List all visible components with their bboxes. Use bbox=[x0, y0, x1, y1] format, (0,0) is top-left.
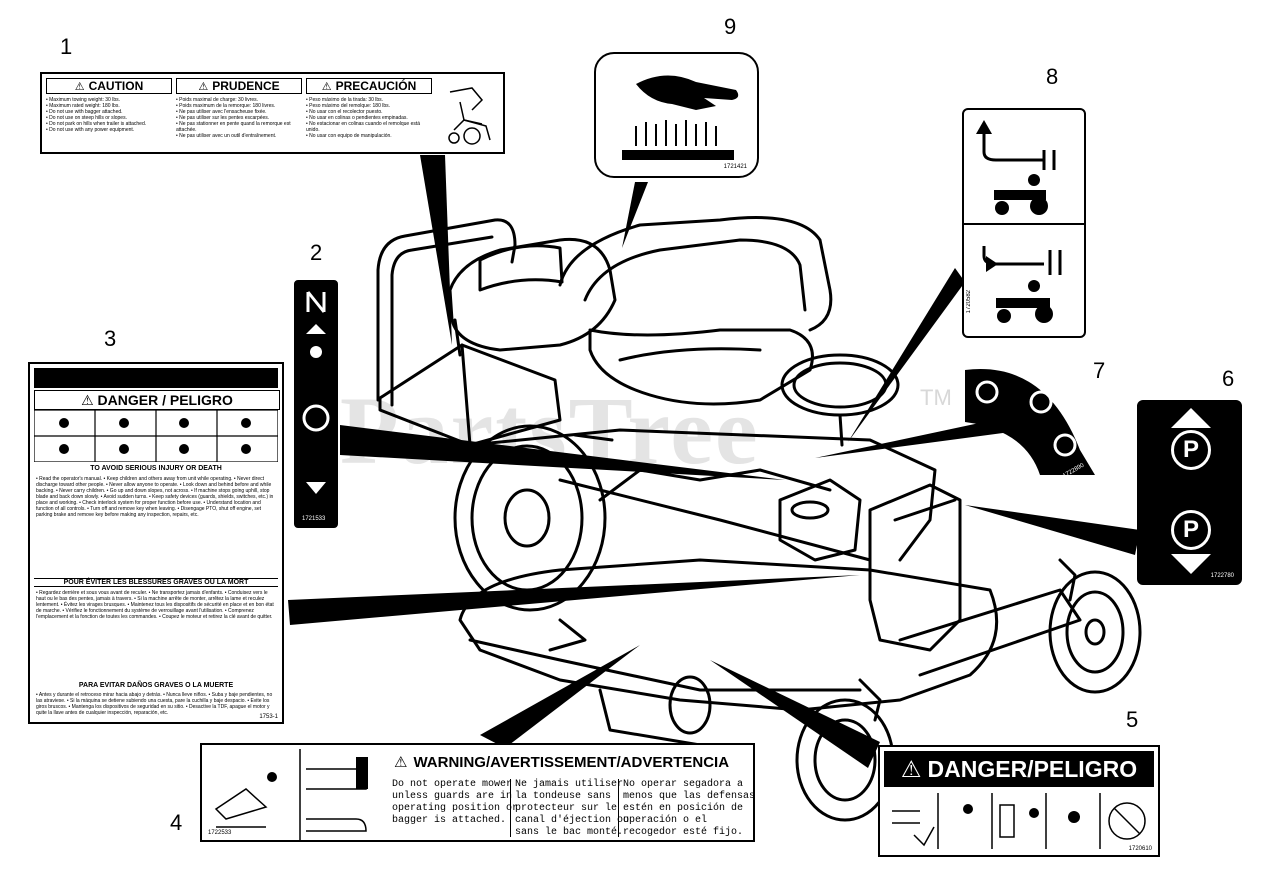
decal-4-french-text: Ne jamais utiliser la tondeuse sans prot… bbox=[510, 779, 629, 838]
decal-3-english-text: • Read the operator's manual. • Keep chi… bbox=[36, 476, 274, 518]
decal-6-parking-brake-label: P P 1722780 bbox=[1137, 400, 1242, 585]
decal-2-speed-label: 1721533 bbox=[294, 280, 338, 528]
callout-7: 7 bbox=[1093, 358, 1106, 383]
decal-4-english-text: Do not operate mower unless guards are i… bbox=[392, 779, 519, 826]
hand-heat-icon bbox=[622, 75, 739, 160]
decal-3-danger-label: ⚠ DANGER / PELIGRO TO AVOID SERIOUS INJU… bbox=[28, 362, 284, 724]
slow-icon bbox=[1053, 433, 1077, 457]
precaucion-heading: PRECAUCIÓN bbox=[335, 79, 417, 93]
caution-heading: CAUTION bbox=[88, 79, 144, 93]
warning-triangle-icon: ⚠ bbox=[198, 80, 209, 93]
decal-1-caution-label: ⚠CAUTION • Maximum towing weight: 30 lbs… bbox=[40, 72, 505, 154]
decal-3-code: 1753-1 bbox=[259, 714, 278, 720]
callout-8: 8 bbox=[1046, 64, 1059, 89]
precaucion-text: • Peso máximo de la tirada: 30 lbs. • Pe… bbox=[306, 97, 421, 139]
caution-column: ⚠CAUTION • Maximum towing weight: 30 lbs… bbox=[46, 78, 172, 150]
callout-5: 5 bbox=[1126, 707, 1139, 732]
callout-2: 2 bbox=[310, 240, 323, 265]
arrow-up-icon bbox=[1171, 408, 1211, 428]
callout-9: 9 bbox=[724, 14, 737, 39]
decal-4-code: 1722533 bbox=[208, 830, 232, 836]
decal-3-spanish-heading: PARA EVITAR DAÑOS GRAVES O LA MUERTE bbox=[78, 682, 234, 689]
lift-lever-icon bbox=[964, 120, 1084, 323]
decal-3-heading: ⚠ DANGER / PELIGRO bbox=[34, 390, 280, 410]
decal-4-warning-label: 1722533 ⚠WARNING/AVERTISSEMENT/ADVERTENC… bbox=[200, 743, 755, 842]
safety-pictograms bbox=[34, 410, 278, 462]
parking-brake-released-icon: P bbox=[1171, 510, 1211, 550]
decal-5-code: 1720610 bbox=[1128, 846, 1152, 852]
arrow-down-icon bbox=[1171, 554, 1211, 574]
callout-6: 6 bbox=[1222, 366, 1235, 391]
warning-triangle-icon: ⚠ bbox=[81, 391, 98, 408]
parking-brake-engaged-icon: P bbox=[1171, 430, 1211, 470]
precaucion-column: ⚠PRECAUCIÓN • Peso máximo de la tirada: … bbox=[306, 78, 432, 150]
decal-8-lift-lever-label: 1720582 bbox=[962, 108, 1086, 338]
guard-pictograms bbox=[214, 749, 368, 841]
speed-control-icon bbox=[302, 291, 330, 494]
warning-triangle-icon: ⚠ bbox=[321, 80, 332, 93]
decal-9-hot-surface-label: 1721421 bbox=[594, 52, 759, 178]
choke-icon bbox=[975, 380, 999, 404]
callout-1: 1 bbox=[60, 34, 73, 59]
warning-triangle-icon: ⚠ bbox=[900, 755, 922, 782]
decal-5-heading: ⚠DANGER/PELIGRO bbox=[884, 751, 1154, 787]
caution-text: • Maximum towing weight: 30 lbs. • Maxim… bbox=[46, 97, 147, 133]
danger-pictograms bbox=[892, 793, 1146, 849]
decal-4-spanish-text: No operar segadora a menos que las defen… bbox=[618, 779, 755, 838]
callout-4: 4 bbox=[170, 810, 183, 835]
warning-triangle-icon: ⚠ bbox=[394, 754, 408, 771]
decal-3-avoid-heading: TO AVOID SERIOUS INJURY OR DEATH bbox=[90, 465, 222, 472]
decal-3-french-heading: POUR ÉVITER LES BLESSURES GRAVES OU LA M… bbox=[34, 578, 278, 587]
decal-3-icon-bar bbox=[34, 368, 278, 388]
callout-3: 3 bbox=[104, 326, 117, 351]
prudence-column: ⚠PRUDENCE • Poids maximal de charge: 30 … bbox=[176, 78, 302, 150]
warning-triangle-icon: ⚠ bbox=[74, 80, 85, 93]
decal-3-spanish-text: • Antes y durante el retroceso mirar hac… bbox=[36, 692, 273, 716]
decal-9-code: 1721421 bbox=[723, 164, 747, 170]
prudence-text: • Poids maximal de charge: 30 livres. • … bbox=[176, 97, 291, 139]
decal-7-throttle-label bbox=[965, 369, 1095, 475]
decal-4-heading: ⚠WARNING/AVERTISSEMENT/ADVERTENCIA bbox=[394, 753, 730, 772]
decal-6-code: 1722780 bbox=[1210, 573, 1234, 579]
decal-3-french-text: • Regardez derrière et sous vous avant d… bbox=[36, 590, 274, 620]
decal-8-code: 1720582 bbox=[966, 290, 972, 314]
prudence-heading: PRUDENCE bbox=[212, 79, 280, 93]
trailer-icon bbox=[448, 87, 491, 145]
fast-icon bbox=[1029, 390, 1053, 414]
watermark-tm: TM bbox=[920, 385, 952, 410]
decal-2-code: 1721533 bbox=[302, 516, 326, 522]
decal-5-danger-label: ⚠DANGER/PELIGRO 1720610 bbox=[878, 745, 1160, 857]
